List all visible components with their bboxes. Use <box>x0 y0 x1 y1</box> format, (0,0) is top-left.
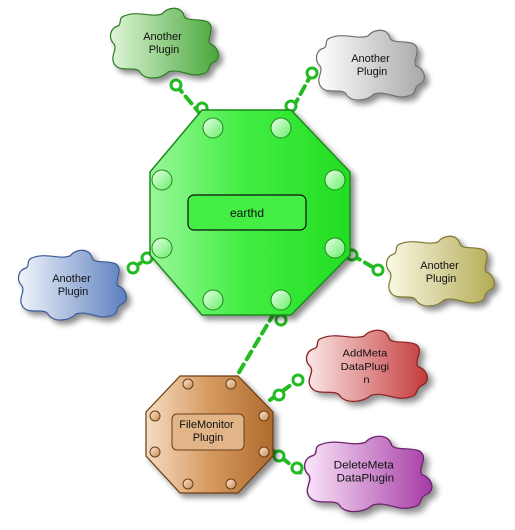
plugin-label: Another Plugin <box>420 260 462 285</box>
filemonitor-label-line1: FileMonitor <box>179 419 234 431</box>
plugin-right[interactable]: Another Plugin <box>385 235 495 307</box>
plugin-label-line2: Plugin <box>58 286 89 298</box>
joint <box>305 66 319 80</box>
joint <box>290 461 304 475</box>
plugin-label: Another Plugin <box>351 53 393 78</box>
filemonitor-port <box>182 478 194 490</box>
plugin-label-line1: Another <box>351 53 390 65</box>
hub-port <box>324 237 346 259</box>
plugin-label-line2: Plugin <box>149 44 180 56</box>
hub-port <box>270 117 292 139</box>
joint <box>291 373 305 387</box>
hub-port <box>151 169 173 191</box>
joint <box>272 449 286 463</box>
hub-port <box>151 237 173 259</box>
hub-port <box>202 289 224 311</box>
filemonitor-label: FileMonitor Plugin <box>179 419 236 444</box>
joint <box>274 313 288 327</box>
plugin-label: Another Plugin <box>52 273 94 298</box>
plugin-label: DeleteMeta DataPlugin <box>334 460 398 484</box>
plugin-label: AddMeta DataPlugi n <box>341 348 393 386</box>
filemonitor-port <box>225 378 237 390</box>
filemonitor-port <box>149 446 161 458</box>
filemonitor-label-line2: Plugin <box>193 432 224 444</box>
filemonitor-port <box>258 410 270 422</box>
plugin-left[interactable]: Another Plugin <box>17 249 127 321</box>
hub-port <box>202 117 224 139</box>
filemonitor-port <box>258 446 270 458</box>
plugin-label-line1: DeleteMeta <box>334 460 395 471</box>
plugin-label-line1: Another <box>143 31 182 43</box>
plugin-label-line2: DataPlugin <box>337 473 395 484</box>
plugin-label: Another Plugin <box>143 31 185 56</box>
plugin-addmeta[interactable]: AddMeta DataPlugi n <box>305 329 429 403</box>
plugin-label-line2: DataPlugi <box>341 361 390 372</box>
filemonitor-port <box>182 378 194 390</box>
filemonitor-node[interactable]: FileMonitor Plugin <box>145 375 274 494</box>
hub-label: earthd <box>230 206 264 220</box>
plugin-label-line2: Plugin <box>426 273 457 285</box>
hub-label-box <box>187 194 307 231</box>
joint <box>169 78 183 92</box>
plugin-label-line3: n <box>363 374 369 385</box>
filemonitor-ports <box>149 378 270 490</box>
filemonitor-label-box <box>171 413 245 451</box>
plugin-deletemeta[interactable]: DeleteMeta DataPlugin <box>303 435 433 513</box>
joint <box>126 261 140 275</box>
hub-port <box>324 169 346 191</box>
hub-ports <box>151 117 346 311</box>
plugin-label-line1: Another <box>420 260 459 272</box>
plugin-label-line1: AddMeta <box>343 348 388 359</box>
hub-node[interactable]: earthd <box>149 109 351 316</box>
joint <box>272 388 286 402</box>
filemonitor-port <box>225 478 237 490</box>
plugin-label-line2: Plugin <box>357 66 388 78</box>
hub-port <box>270 289 292 311</box>
plugin-top-right[interactable]: Another Plugin <box>315 29 425 101</box>
plugin-label-line1: Another <box>52 273 91 285</box>
plugin-top-left[interactable]: Another Plugin <box>109 7 219 79</box>
joint <box>371 263 385 277</box>
filemonitor-port <box>149 410 161 422</box>
